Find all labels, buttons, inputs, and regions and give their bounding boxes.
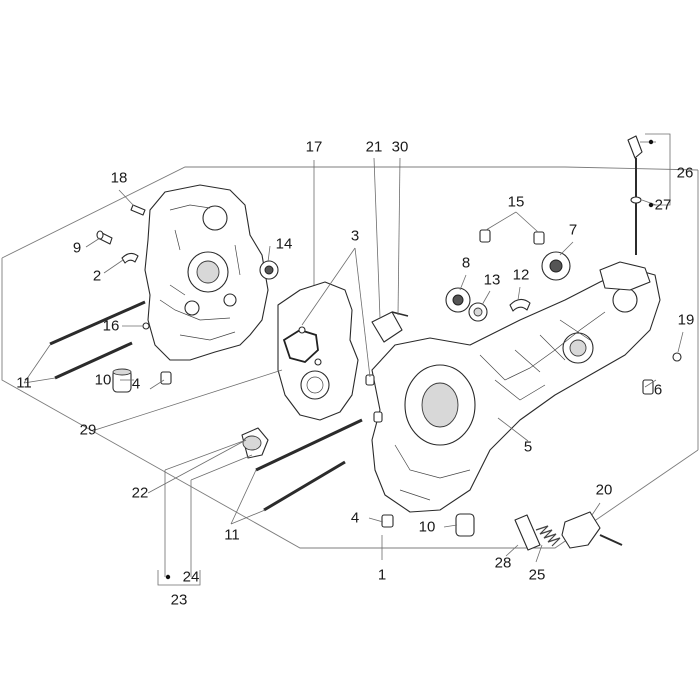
callout-21: 21 [366, 139, 383, 156]
callout-4-bottom: 4 [351, 510, 359, 527]
callout-20: 20 [596, 482, 613, 499]
callout-11-left: 11 [16, 375, 32, 392]
gasket-cover [277, 281, 359, 421]
callout-5: 5 [524, 439, 532, 456]
callout-7: 7 [569, 222, 577, 239]
callout-29: 29 [80, 422, 97, 439]
callout-16: 16 [103, 318, 120, 335]
marker-dot-26 [648, 139, 654, 145]
callout-13: 13 [484, 272, 501, 289]
left-crankcase-half [144, 184, 269, 361]
right-crankcase-half [371, 261, 661, 513]
callout-3: 3 [351, 228, 359, 245]
callout-30: 30 [392, 139, 409, 156]
callout-labels: 1 2 3 4 4 5 6 7 8 9 10 10 11 11 12 13 14… [16, 139, 694, 609]
callout-10-bottom: 10 [419, 519, 436, 536]
callout-19: 19 [678, 312, 695, 329]
callout-26: 26 [677, 165, 694, 182]
callout-25: 25 [529, 567, 546, 584]
callout-12: 12 [513, 267, 530, 284]
callout-8: 8 [462, 255, 470, 272]
leader-lines [23, 141, 684, 577]
callout-24: 24 [183, 569, 200, 586]
callout-11-bottom: 11 [224, 527, 240, 544]
callout-22: 22 [132, 485, 149, 502]
callout-27: 27 [655, 197, 672, 214]
callout-1: 1 [378, 567, 386, 584]
callout-4-left: 4 [132, 376, 140, 393]
assembly-frame [1, 166, 699, 549]
callout-17: 17 [306, 139, 323, 156]
loose-parts [49, 135, 682, 551]
callout-9: 9 [73, 240, 81, 257]
callout-2: 2 [93, 268, 101, 285]
callout-18: 18 [111, 170, 128, 187]
group-brackets [157, 133, 671, 586]
callout-10-left: 10 [95, 372, 112, 389]
callout-23: 23 [171, 592, 188, 609]
marker-dot-24 [165, 574, 171, 580]
callout-28: 28 [495, 555, 512, 572]
callout-15: 15 [508, 194, 525, 211]
marker-dot-27 [648, 202, 654, 208]
callout-6: 6 [654, 382, 662, 399]
callout-14: 14 [276, 236, 293, 253]
